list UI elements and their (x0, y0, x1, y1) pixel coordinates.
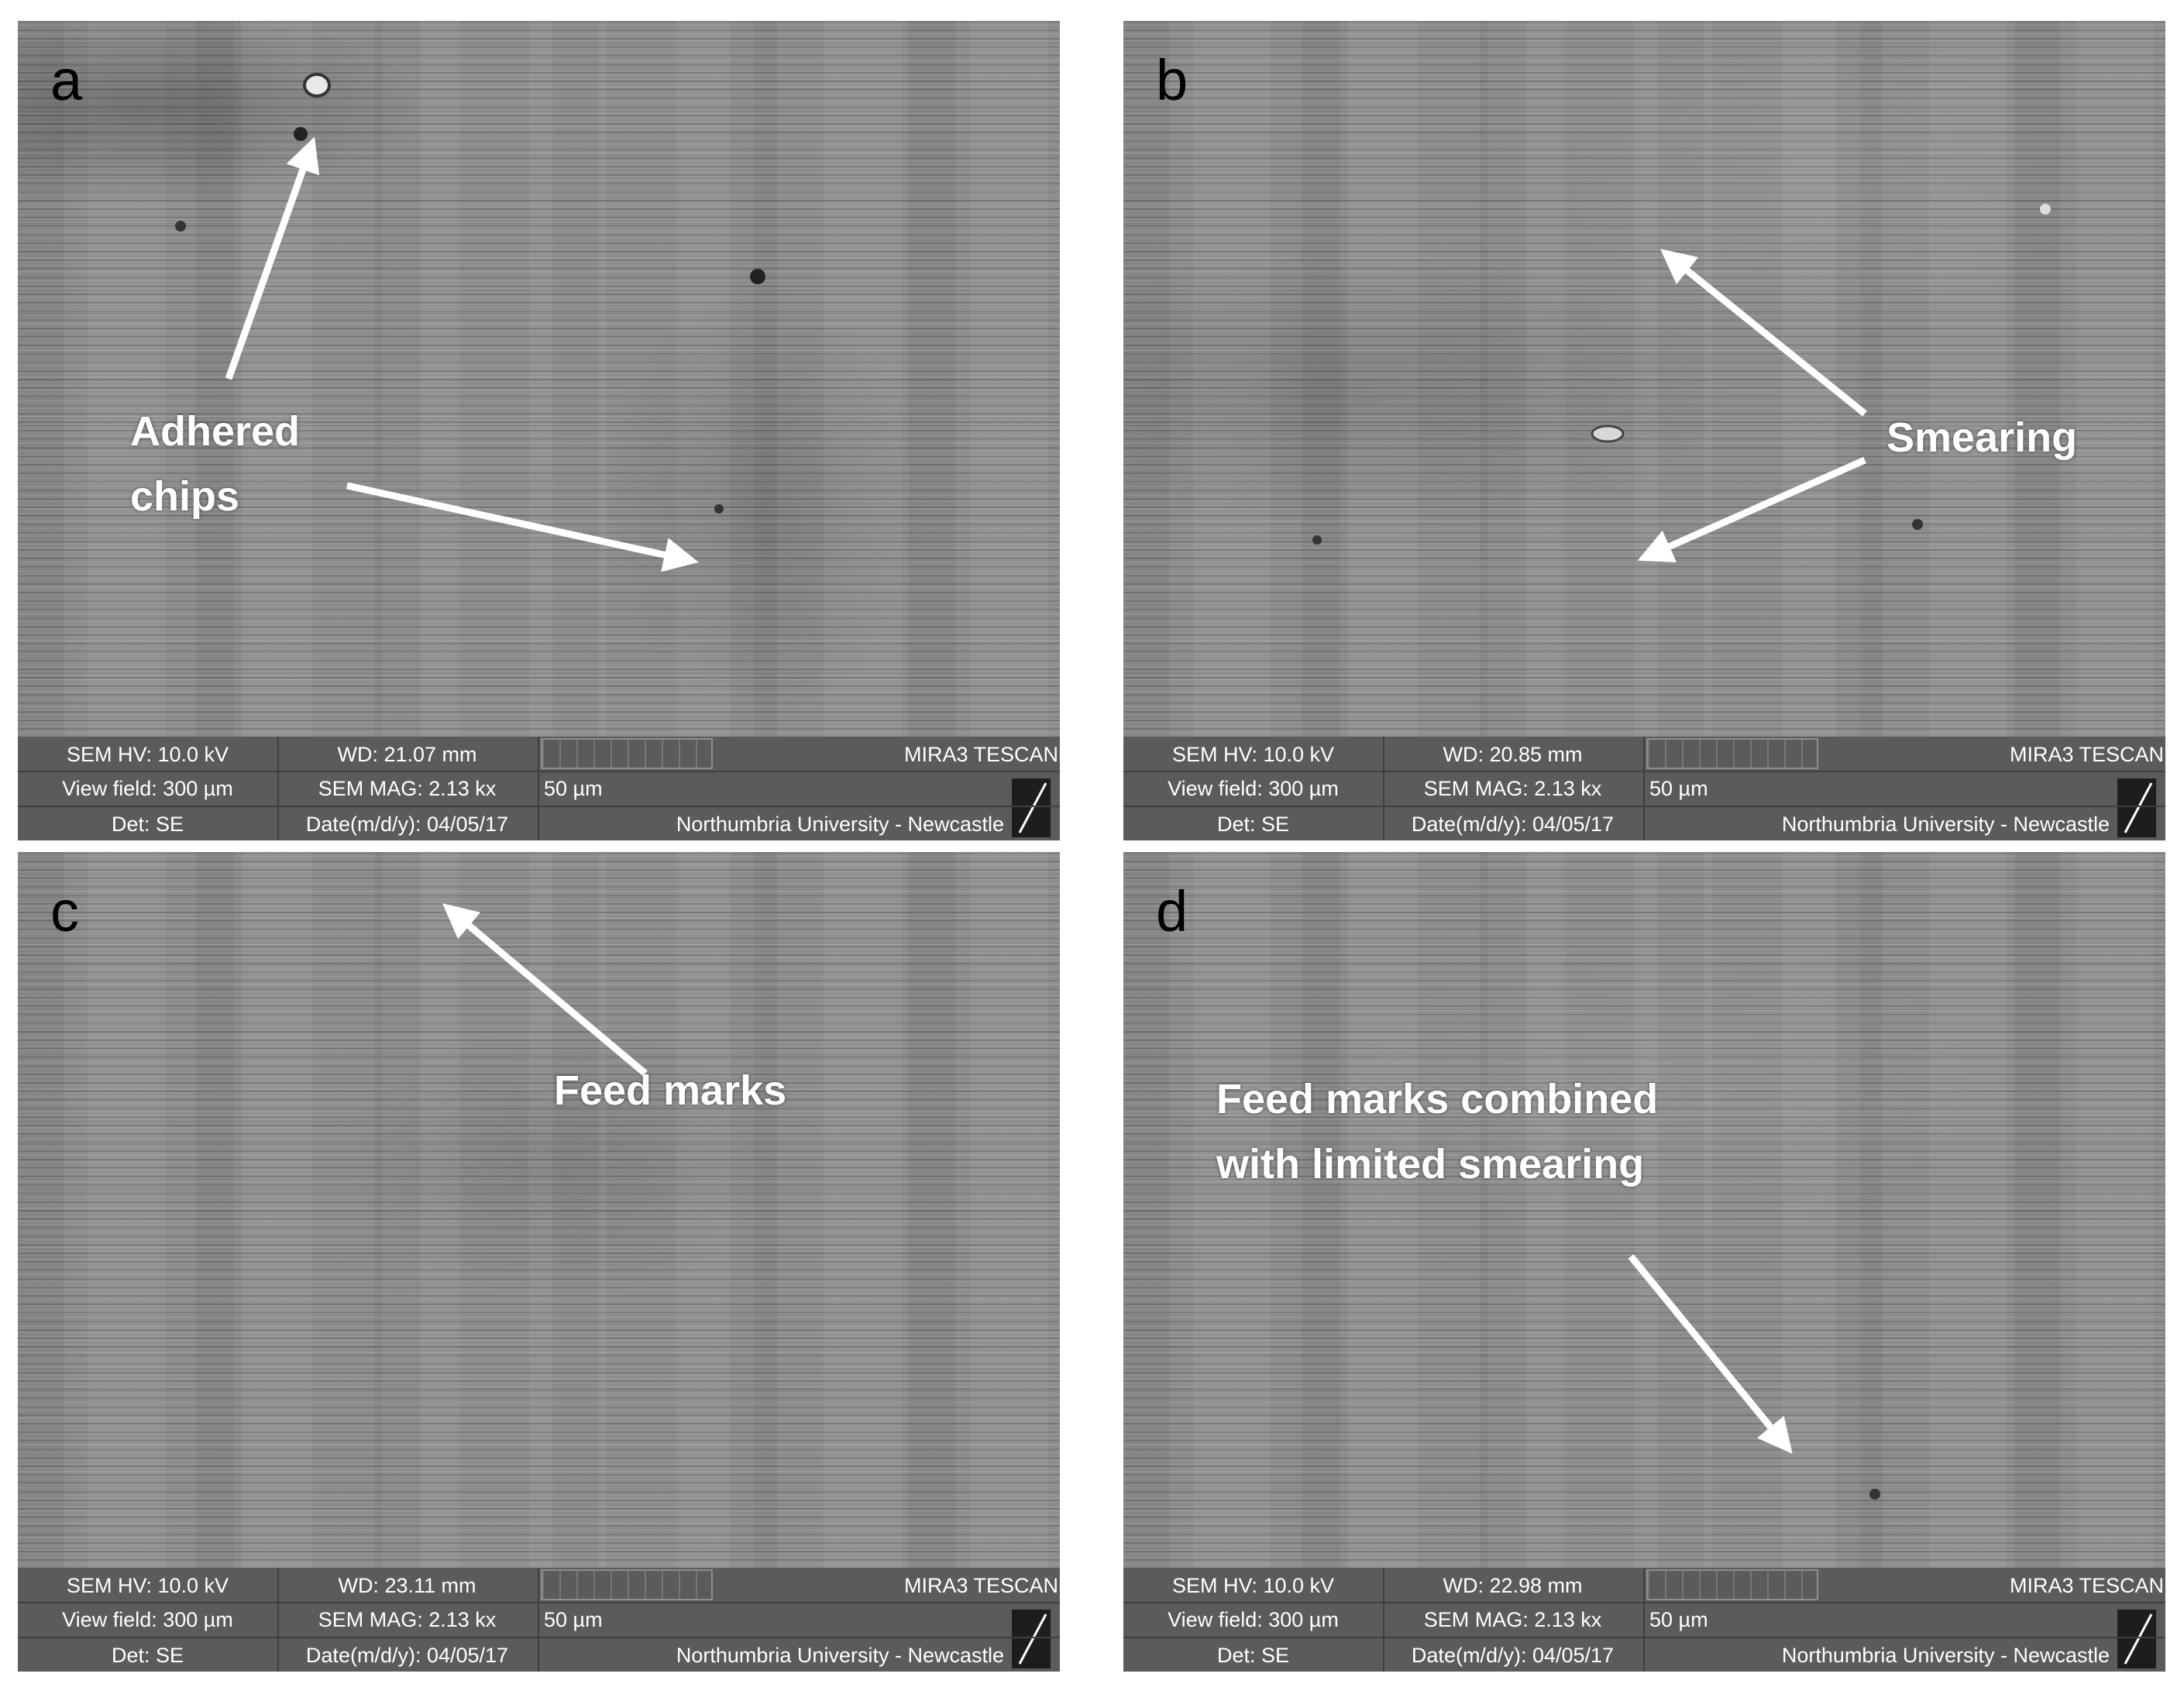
panel-label: c (50, 879, 79, 943)
sem-data-bar-a: SEM HV: 10.0 kV WD: 21.07 mm MIRA3 TESCA… (18, 737, 1060, 840)
sem-panel-b: b Smearing SEM HV: 10.0 kV WD: 20.85 mm … (1123, 21, 2165, 840)
arrow-lower-right (1628, 1254, 1793, 1454)
chip-particle (750, 269, 765, 284)
scale-bar-label: 50 µm (544, 777, 603, 800)
annotation-line: Feed marks combined (1216, 1076, 1659, 1122)
hv-readout: SEM HV: 10.0 kV (66, 743, 229, 766)
tescan-logo-icon (2117, 1610, 2156, 1668)
chip-particle (714, 504, 724, 514)
scale-bar-label: 50 µm (1649, 1608, 1708, 1631)
arrow-right (346, 482, 699, 572)
detector-readout: Det: SE (111, 813, 184, 836)
magnification-readout: SEM MAG: 2.13 kx (318, 777, 497, 800)
hv-readout: SEM HV: 10.0 kV (1171, 743, 1335, 766)
sem-micrograph-a: a Adhered chips (18, 21, 1060, 737)
date-readout: Date(m/d/y): 04/05/17 (1411, 813, 1615, 836)
tescan-logo-icon (1012, 778, 1051, 837)
sem-panel-c: c Feed marks SEM HV: 10.0 kV WD: 23.11 m… (18, 852, 1060, 1672)
view-field-readout: View field: 300 µm (1168, 777, 1339, 800)
overlay-c (442, 903, 648, 1077)
chip-particle (175, 221, 186, 232)
arrow-up (225, 136, 320, 380)
wd-readout: WD: 22.98 mm (1443, 1574, 1583, 1597)
chip-particle (294, 127, 308, 141)
annotation-line: chips (130, 473, 240, 520)
hv-readout: SEM HV: 10.0 kV (66, 1574, 229, 1597)
annotation-line: with limited smearing (1216, 1141, 1645, 1187)
annotation-line: Adhered (130, 408, 301, 455)
detector-readout: Det: SE (111, 1644, 184, 1667)
panel-label: d (1156, 879, 1188, 943)
annotation-line: Smearing (1886, 414, 2078, 461)
sem-panel-a: a Adhered chips SEM HV: 10.0 kV WD: 21.0… (18, 21, 1060, 840)
sem-micrograph-b: b Smearing (1123, 21, 2165, 737)
annotation-smearing: Smearing (1886, 405, 2077, 470)
brand-label: MIRA3 TESCAN (903, 1574, 1058, 1597)
scale-bar (541, 738, 713, 769)
panel-label: b (1156, 48, 1188, 112)
date-readout: Date(m/d/y): 04/05/17 (1411, 1644, 1615, 1667)
view-field-readout: View field: 300 µm (62, 777, 233, 800)
arrow-lower-left (1637, 456, 1866, 563)
annotation-line: Feed marks (554, 1067, 787, 1114)
annotation-feed-marks: Feed marks (554, 1058, 786, 1123)
scale-bar-label: 50 µm (1649, 777, 1708, 800)
arrow-upper-left (1659, 249, 1867, 417)
wd-readout: WD: 21.07 mm (337, 743, 477, 766)
detector-readout: Det: SE (1216, 813, 1290, 836)
scale-bar (541, 1569, 713, 1600)
detector-readout: Det: SE (1216, 1644, 1290, 1667)
debris-particle (1312, 535, 1322, 545)
panel-label: a (50, 48, 83, 112)
wd-readout: WD: 20.85 mm (1443, 743, 1583, 766)
scale-bar (1646, 738, 1818, 769)
hv-readout: SEM HV: 10.0 kV (1171, 1574, 1335, 1597)
tescan-logo-icon (1012, 1610, 1051, 1668)
tescan-logo-icon (2117, 778, 2156, 837)
overlay-a (175, 73, 765, 572)
overlay-b (1312, 204, 2051, 563)
date-readout: Date(m/d/y): 04/05/17 (305, 813, 509, 836)
date-readout: Date(m/d/y): 04/05/17 (305, 1644, 509, 1667)
magnification-readout: SEM MAG: 2.13 kx (1423, 1608, 1602, 1631)
scale-bar-label: 50 µm (544, 1608, 603, 1631)
view-field-readout: View field: 300 µm (62, 1608, 233, 1631)
sem-data-bar-c: SEM HV: 10.0 kV WD: 23.11 mm MIRA3 TESCA… (18, 1568, 1060, 1672)
sem-panel-d: d Feed marks combined with limited smear… (1123, 852, 2165, 1672)
arrow-upper-left (442, 903, 648, 1077)
wd-readout: WD: 23.11 mm (338, 1574, 476, 1597)
debris-particle (1869, 1489, 1880, 1500)
magnification-readout: SEM MAG: 2.13 kx (318, 1608, 497, 1631)
magnification-readout: SEM MAG: 2.13 kx (1423, 777, 1602, 800)
annotation-adhered-chips: Adhered chips (130, 399, 300, 529)
brand-label: MIRA3 TESCAN (2009, 743, 2164, 766)
brand-label: MIRA3 TESCAN (2009, 1574, 2164, 1597)
institution-label: Northumbria University - Newcastle (1781, 1644, 2110, 1667)
sem-data-bar-d: SEM HV: 10.0 kV WD: 22.98 mm MIRA3 TESCA… (1123, 1568, 2165, 1672)
debris-particle (1912, 519, 1923, 530)
scale-bar (1646, 1569, 1818, 1600)
chip-particle (303, 73, 331, 98)
institution-label: Northumbria University - Newcastle (676, 1644, 1004, 1667)
institution-label: Northumbria University - Newcastle (676, 813, 1004, 836)
sem-micrograph-c: c Feed marks (18, 852, 1060, 1568)
sem-data-bar-b: SEM HV: 10.0 kV WD: 20.85 mm MIRA3 TESCA… (1123, 737, 2165, 840)
debris-particle (2040, 204, 2051, 215)
overlay-d (1628, 1254, 1880, 1500)
institution-label: Northumbria University - Newcastle (1781, 813, 2110, 836)
brand-label: MIRA3 TESCAN (903, 743, 1058, 766)
view-field-readout: View field: 300 µm (1168, 1608, 1339, 1631)
sem-micrograph-d: d Feed marks combined with limited smear… (1123, 852, 2165, 1568)
annotation-feed-marks-smearing: Feed marks combined with limited smearin… (1216, 1067, 1658, 1197)
debris-particle (1591, 424, 1625, 443)
